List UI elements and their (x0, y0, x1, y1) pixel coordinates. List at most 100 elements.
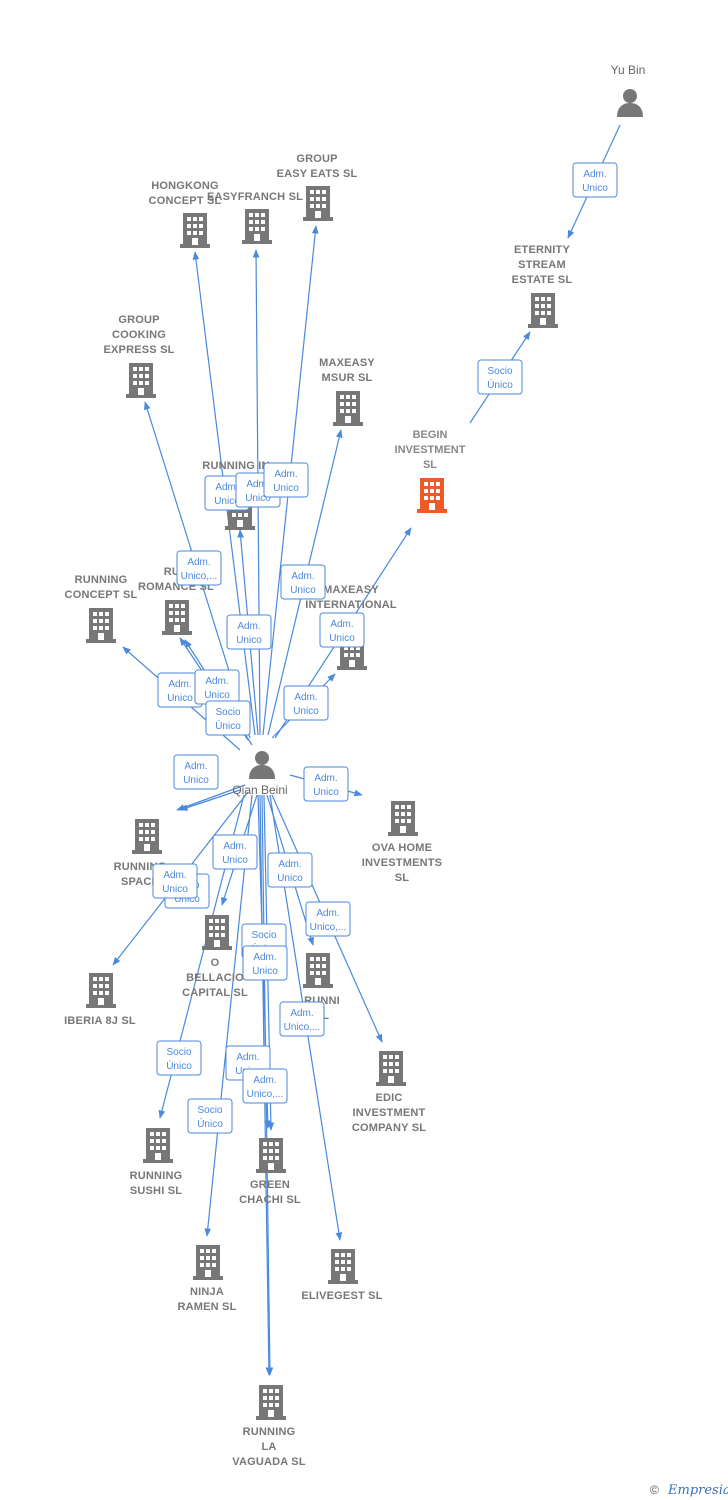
role-box (205, 700, 251, 736)
edge-role-label[interactable]: Adm.Unico (194, 669, 240, 705)
edge-role-label[interactable]: Adm.Unico (572, 162, 618, 198)
company-node-maxintl[interactable]: MAXEASY INTERNATIONAL (305, 584, 397, 670)
edge-role-label[interactable]: Adm.Unico (319, 612, 365, 648)
company-label-line: OVA HOME (372, 842, 432, 854)
role-text: Unico (277, 873, 303, 884)
edge-role-label[interactable]: Adm. Unico (263, 462, 309, 498)
edge-role-label[interactable]: Adm.Unico,... (242, 1068, 288, 1104)
role-text: Unico (222, 855, 248, 866)
company-node-runningconcept[interactable]: RUNNING CONCEPT SL (65, 574, 138, 643)
role-text: Unico (293, 706, 319, 717)
role-text: Unico (214, 496, 240, 507)
role-box (173, 754, 219, 790)
role-text: Unico,... (310, 922, 347, 933)
company-node-iberia[interactable]: IBERIA 8J SL (64, 973, 136, 1027)
company-label-line: MAXEASY (323, 584, 379, 596)
building-icon (528, 293, 558, 328)
company-label-line: INTERNATIONAL (305, 599, 397, 611)
role-text: Único (197, 1117, 223, 1130)
company-label-line: ELIVEGEST SL (301, 1290, 382, 1302)
edge-role-label[interactable]: Adm.Unico,... (279, 1001, 325, 1037)
company-label-line: SL (395, 872, 410, 884)
role-text: Unico (290, 585, 316, 596)
company-label-line: NINJA (190, 1286, 224, 1298)
role-text: Adm. (246, 479, 269, 490)
edge-role-label[interactable]: Adm.Unico (152, 863, 198, 899)
company-node-ninja[interactable]: NINJA RAMEN SL (177, 1245, 236, 1313)
company-label-line: INVESTMENT (395, 444, 466, 456)
edge-role-label[interactable]: Adm.Unico (157, 672, 203, 708)
company-label-line: RAMEN SL (177, 1301, 236, 1313)
role-text: Adm. (274, 469, 297, 480)
role-text: Unico (245, 493, 271, 504)
company-label-line: VAGUADA SL (232, 1456, 306, 1468)
company-label-line: EXPRESS SL (103, 344, 174, 356)
company-node-elivegest[interactable]: ELIVEGEST SL (301, 1249, 383, 1302)
edge-role-label[interactable]: Adm.Unico (283, 685, 329, 721)
edge-role-label[interactable]: Adm.Unico (173, 754, 219, 790)
copyright-symbol: © (650, 1483, 659, 1497)
edge-role-label[interactable]: Adm.Unico (280, 564, 326, 600)
role-box (267, 852, 313, 888)
edge-role-label[interactable]: Adm.Unico (226, 614, 272, 650)
edge-role-label[interactable]: Adm.Unico (242, 945, 288, 981)
role-box (187, 1098, 233, 1134)
role-text: Unico (167, 693, 193, 704)
footer-brand[interactable]: © Empresia (650, 1483, 728, 1498)
company-label-line: SL (423, 459, 437, 471)
company-node-easyfranch[interactable]: EASYFRANCH SL (207, 191, 303, 244)
role-text: Unico,... (181, 571, 218, 582)
role-text: Unico (582, 183, 608, 194)
company-label-line: INVESTMENT (353, 1107, 426, 1119)
role-text: Unico,... (284, 1022, 321, 1033)
company-label-line: MAXEASY (319, 357, 375, 369)
company-label-line: RUNNING (130, 1170, 183, 1182)
building-icon (132, 819, 162, 854)
person-icon (617, 89, 643, 117)
edge-role-label[interactable]: Adm.Unico,... (176, 550, 222, 586)
role-box (279, 1001, 325, 1037)
building-icon (376, 1051, 406, 1086)
person-node-qian[interactable]: Qian Beini (232, 751, 288, 797)
company-node-runningin[interactable]: RUNNING IN (202, 460, 269, 530)
company-node-sushi[interactable]: RUNNING SUSHI SL (130, 1128, 183, 1197)
edge-role-label[interactable]: Adm.Unico,... (305, 901, 351, 937)
role-text: Unico (273, 483, 299, 494)
company-label-line: RUNNING IN (202, 460, 269, 472)
role-text: Adm. (237, 621, 260, 632)
role-box (305, 901, 351, 937)
role-box (176, 550, 222, 586)
company-label-line: RUNNING (243, 1426, 296, 1438)
role-text: Adm. (215, 482, 238, 493)
edge-role-label[interactable]: Adm.Unico (212, 834, 258, 870)
building-icon (303, 953, 333, 988)
edge-role-label[interactable]: Adm.Unico (303, 766, 349, 802)
role-text: Adm. (253, 952, 276, 963)
role-text: Socio (251, 930, 276, 941)
role-text: Socio (487, 366, 512, 377)
company-label-line: RUNNING (75, 574, 128, 586)
person-node-yubin[interactable]: Yu Bin (611, 63, 646, 117)
company-label-line: EDIC (375, 1092, 402, 1104)
company-node-begin[interactable]: BEGIN INVESTMENT SL (395, 429, 466, 513)
role-text: Adm. (253, 1075, 276, 1086)
company-label-line: CONCEPT SL (65, 589, 138, 601)
edge-role-label[interactable]: Adm.Unico (267, 852, 313, 888)
company-label-line: SUSHI SL (130, 1185, 182, 1197)
company-label-line: BEGIN (413, 429, 448, 441)
